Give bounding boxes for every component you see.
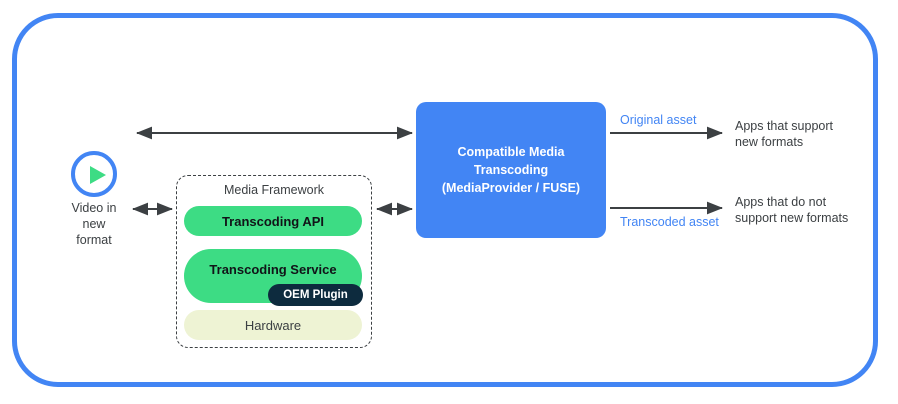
video-source-caption: Video in new format <box>71 201 117 247</box>
layer-transcoding-api[interactable]: Transcoding API <box>184 206 362 236</box>
play-triangle-glyph <box>90 166 106 184</box>
play-circle-icon <box>71 151 117 197</box>
badge-oem-plugin[interactable]: OEM Plugin <box>268 284 363 306</box>
sink-apps-that-do-not-support: Apps that do not support new formats <box>735 195 849 225</box>
node-compatible-media-transcoding-label: Compatible Media Transcoding (MediaProvi… <box>441 145 581 195</box>
edge-label-transcoded-asset: Transcoded asset <box>620 215 719 229</box>
edge-label-original-asset: Original asset <box>620 113 697 127</box>
node-compatible-media-transcoding[interactable]: Compatible Media Transcoding (MediaProvi… <box>416 102 606 238</box>
sink-apps-that-support: Apps that support new formats <box>735 119 833 149</box>
layer-hardware[interactable]: Hardware <box>184 310 362 340</box>
media-framework-title: Media Framework <box>223 183 325 197</box>
